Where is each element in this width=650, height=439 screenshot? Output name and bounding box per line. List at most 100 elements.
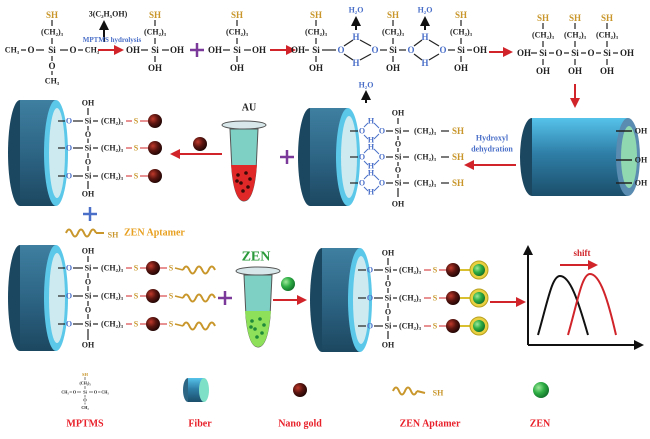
thiol-label: SH — [455, 10, 467, 20]
thiol-label: SH — [452, 152, 464, 162]
oxygen-label: O — [407, 45, 414, 55]
bond-line — [359, 53, 372, 61]
hydroxyl-label: OH — [82, 247, 95, 256]
aptamer-linker — [174, 295, 184, 299]
propyl-label: (CH₂)₃ — [382, 28, 405, 37]
silicon-label: Si — [395, 127, 402, 136]
oxygen-label: O — [85, 278, 91, 287]
tube-liquid — [245, 311, 271, 347]
original-spectrum-peak — [537, 274, 589, 336]
gold-colloid-tube — [221, 120, 267, 202]
legend-icon-aptamer — [392, 386, 418, 396]
water-label: H₂O — [349, 6, 364, 15]
bond-line — [428, 39, 440, 47]
bond-line — [413, 39, 423, 47]
legend-icon-nano-gold — [293, 383, 307, 397]
hydroxyl-label: OH — [126, 45, 140, 55]
silicon-label: Si — [85, 320, 92, 329]
bond-line — [343, 53, 354, 61]
hydroxyl-label: OH — [170, 45, 184, 55]
propyl-label: (CH₂)₃ — [144, 28, 167, 37]
silicon-label: Si — [85, 292, 92, 301]
hydrogen-label: H — [368, 162, 375, 171]
propyl-label: (CH₂)₃ — [399, 266, 422, 275]
thiol-label: SH — [537, 13, 549, 23]
fiber-core — [341, 116, 357, 198]
oxygen-label: O — [85, 158, 91, 167]
aptamer-strand-icon — [392, 386, 418, 396]
silicon-label: Si — [85, 117, 92, 126]
silicon-label: Si — [48, 45, 56, 55]
nano-gold-icon — [146, 289, 160, 303]
bond-line — [363, 186, 369, 192]
hydroxyl-label: OH — [309, 63, 323, 73]
silicon-label: Si — [151, 45, 159, 55]
oxygen-label: O — [66, 117, 72, 126]
propyl-label: (CH₂)₃ — [101, 117, 124, 126]
aptamer-linker — [416, 390, 426, 394]
oxygen-label: O — [367, 294, 373, 303]
legend-label-zen-aptamer: ZEN Aptamer — [400, 419, 461, 430]
oxygen-label: O — [85, 130, 91, 139]
thiol-label: SH — [46, 10, 58, 20]
oxygen-label: O — [385, 280, 391, 289]
shift-label: shift — [573, 248, 590, 258]
sulfur-label: S — [433, 294, 438, 303]
aptamer-linker — [174, 267, 184, 271]
sulfur-label: S — [134, 117, 139, 126]
methyl-label: CH₃ — [5, 46, 20, 55]
bond-line — [359, 39, 372, 47]
sulfur-label: S — [134, 172, 139, 181]
aptamer-strand-icon — [182, 293, 216, 303]
oxygen-label: O — [66, 320, 72, 329]
nano-gold-icon — [146, 317, 160, 331]
sulfur-label: S — [169, 264, 174, 273]
oxygen-label: O — [359, 127, 365, 136]
hydrogen-label: H — [368, 143, 375, 152]
bond-line — [363, 160, 369, 166]
hydroxyl-label: OH — [517, 48, 531, 58]
oxygen-label: O — [337, 45, 344, 55]
hydroxyl-label: OH — [536, 66, 550, 76]
aptamer-strand-icon — [65, 228, 97, 238]
silicon-label: Si — [85, 264, 92, 273]
sulfur-label: S — [134, 264, 139, 273]
oxygen-label: O — [83, 398, 87, 403]
nano-gold-icon — [446, 291, 460, 305]
thiol-label: SH — [149, 10, 161, 20]
hydroxyl-label: OH — [208, 45, 222, 55]
bond-line — [373, 174, 380, 181]
thiol-label: SH — [387, 10, 399, 20]
hydroxyl-label: OH — [635, 127, 648, 136]
nano-gold-icon — [148, 169, 162, 183]
hydrolysis-step: 3(C₂H₅OH)MPTMS hydrolysis — [83, 10, 141, 55]
oxygen-label: O — [367, 322, 373, 331]
silicon-label: Si — [385, 322, 392, 331]
particle-dot — [249, 325, 253, 329]
oxygen-label: O — [359, 153, 365, 162]
oxygen-label: O — [48, 61, 55, 71]
hydrogen-label: H — [352, 58, 359, 68]
particle-dot — [260, 331, 264, 335]
methyl-label: CH₃ — [101, 390, 109, 395]
propyl-label: (CH₂)₃ — [101, 292, 124, 301]
hydroxyl-label: OH — [291, 45, 305, 55]
particle-dot — [244, 171, 248, 175]
dehydration-label-line2: dehydration — [471, 145, 513, 154]
oxygen-label: O — [587, 48, 594, 58]
legend-label-nano-gold: Nano gold — [278, 419, 322, 430]
fiber-core — [353, 256, 369, 344]
hydroxyl-label: OH — [473, 45, 487, 55]
zen-molecule-icon — [473, 264, 485, 276]
particle-dot — [255, 335, 259, 339]
propyl-label: (CH₂)₃ — [101, 144, 124, 153]
oxygen-label: O — [27, 45, 34, 55]
hydroxyl-label: OH — [82, 341, 95, 350]
methyl-label: CH₃ — [45, 77, 60, 86]
hydroxyl-label: OH — [82, 99, 95, 108]
bond-line — [363, 174, 369, 180]
